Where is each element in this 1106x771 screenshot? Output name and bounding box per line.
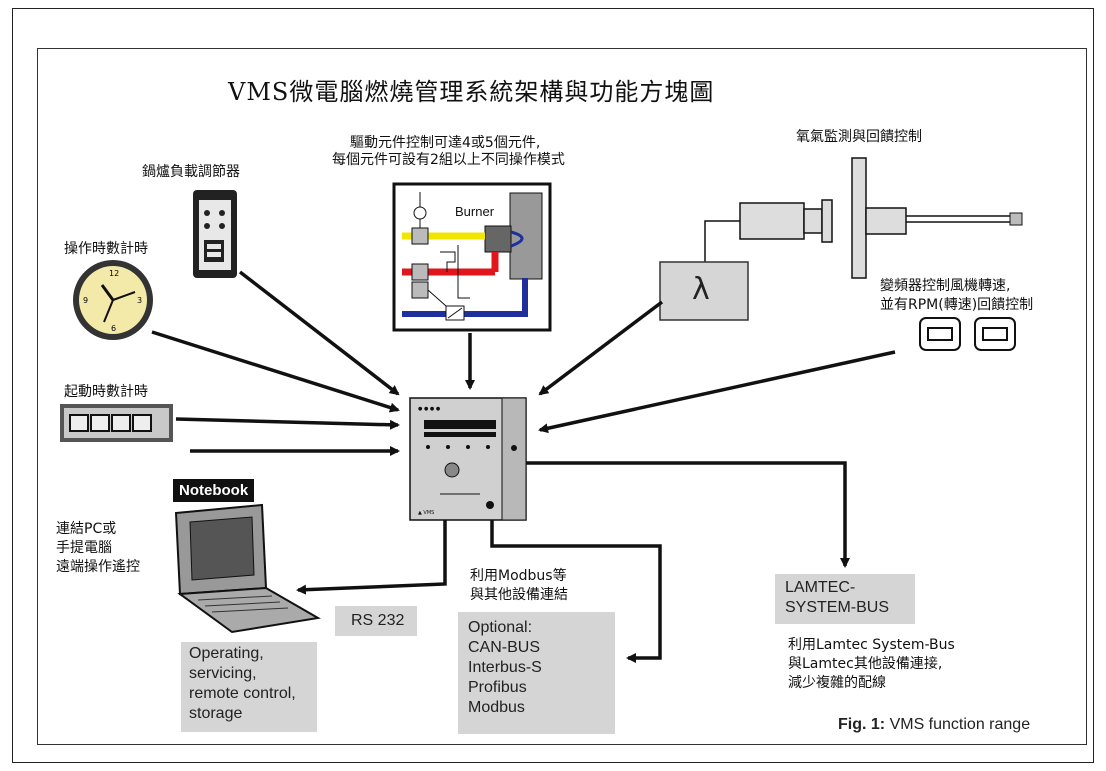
outer-frame	[12, 8, 1094, 763]
start-counter-device	[60, 404, 173, 442]
load-regulator-label: 鍋爐負載調節器	[142, 164, 240, 180]
oxygen-probe	[704, 157, 1023, 279]
modbus-label-line2: 與其他設備連結	[470, 587, 568, 603]
optional-bus-item: Modbus	[468, 699, 525, 716]
figure-caption: Fig. 1: VMS function range	[838, 716, 1030, 734]
notebook-label: Notebook	[173, 479, 255, 502]
vfd-label-line1: 變頻器控制風機轉速,	[880, 278, 1011, 294]
lamtec-bus-label-line2: SYSTEM-BUS	[785, 599, 890, 616]
lambda-box	[659, 261, 749, 321]
rs232-box: RS 232	[335, 606, 417, 636]
lamtec-desc-line2: 與Lamtec其他設備連接,	[788, 656, 943, 672]
vms-controller: ● ● ● ● ▲ VMS	[409, 397, 527, 521]
lamtec-bus-label-line1: LAMTEC-	[785, 579, 856, 596]
optional-bus-item: Interbus-S	[468, 659, 542, 676]
clock-number: 6	[111, 324, 116, 333]
notebook-function-item: servicing,	[189, 665, 257, 682]
pc-label-line1: 連結PC或	[56, 521, 117, 537]
svg-text:● ● ● ●: ● ● ● ●	[418, 406, 441, 412]
optional-bus-item: CAN-BUS	[468, 639, 541, 656]
optional-buses-box: Optional: CAN-BUS Interbus-S Profibus Mo…	[458, 612, 615, 734]
lamtec-desc-line1: 利用Lamtec System-Bus	[788, 637, 955, 653]
pc-label-line2: 手提電腦	[56, 540, 112, 556]
clock-icon: 12 3 6 9	[73, 260, 153, 340]
connection-arrows	[151, 270, 896, 663]
start-counter-label: 起動時數計時	[64, 384, 148, 400]
clock-number: 3	[137, 296, 142, 305]
lambda-symbol: λ	[692, 272, 710, 307]
burner-schematic	[392, 182, 552, 332]
drive-control-label-line1: 驅動元件控制可達4或5個元件,	[350, 135, 541, 151]
notebook-function-item: Operating,	[189, 645, 264, 662]
notebook-function-item: remote control,	[189, 685, 296, 702]
svg-text:▲ VMS: ▲ VMS	[418, 510, 434, 516]
page-title: VMS微電腦燃燒管理系統架構與功能方塊圖	[228, 78, 715, 106]
load-regulator-device	[193, 190, 237, 278]
vfd-label-line2: 並有RPM(轉速)回饋控制	[880, 297, 1034, 313]
lamtec-bus-box: LAMTEC- SYSTEM-BUS	[775, 574, 915, 624]
drive-control-label-line2: 每個元件可設有2組以上不同操作模式	[332, 152, 565, 168]
figure-caption-text: VMS function range	[889, 716, 1031, 733]
figure-frame	[37, 48, 1087, 745]
notebook-functions-box: Operating, servicing, remote control, st…	[181, 642, 317, 732]
notebook-computer	[174, 503, 321, 634]
clock-number: 12	[109, 269, 119, 278]
vfd-displays	[919, 317, 1016, 351]
clock-number: 9	[83, 296, 88, 305]
oxygen-label: 氧氣監測與回饋控制	[796, 129, 922, 145]
pc-label-line3: 遠端操作遙控	[56, 559, 140, 575]
modbus-label-line1: 利用Modbus等	[470, 568, 567, 584]
optional-bus-item: Optional:	[468, 619, 533, 636]
rs232-label: RS 232	[351, 612, 405, 629]
operating-hours-label: 操作時數計時	[64, 241, 148, 257]
figure-caption-prefix: Fig. 1:	[838, 716, 886, 733]
notebook-function-item: storage	[189, 705, 243, 722]
optional-bus-item: Profibus	[468, 679, 527, 696]
lamtec-desc-line3: 減少複雜的配線	[788, 675, 886, 691]
burner-label: Burner	[455, 204, 495, 219]
